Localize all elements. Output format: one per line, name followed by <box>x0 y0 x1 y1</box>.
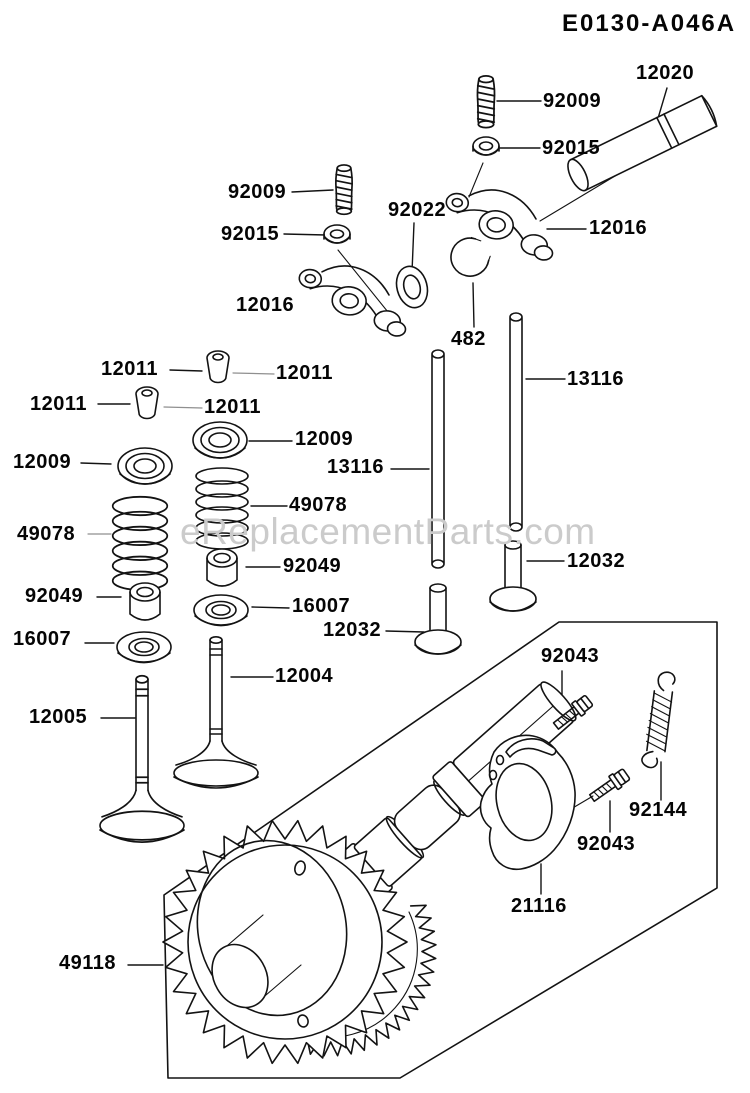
part-label-12011-bottom-right: 12011 <box>204 396 262 418</box>
camshaft-worm-gear-teeth <box>295 904 437 1057</box>
part-label-16007-right: 16007 <box>292 595 351 617</box>
tappet-middle <box>414 583 462 655</box>
part-label-49078-right: 49078 <box>289 494 348 516</box>
part-label-12004: 12004 <box>275 665 334 687</box>
valve-collet-bottom <box>135 386 159 420</box>
valve-seal-right <box>206 548 238 587</box>
part-label-16007-left: 16007 <box>13 628 72 650</box>
valve-exhaust <box>99 674 185 843</box>
part-label-12020: 12020 <box>636 62 695 84</box>
governor-holder <box>479 734 576 871</box>
part-label-12032-right: 12032 <box>567 550 626 572</box>
part-label-12009-left: 12009 <box>13 451 72 473</box>
camshaft-front-hub <box>211 914 302 1009</box>
part-label-12016-left: 12016 <box>236 294 295 316</box>
rocker-shaft <box>567 94 718 192</box>
camshaft-gear-hole-top <box>294 860 306 876</box>
governor-spring <box>641 671 676 769</box>
part-label-12011-bottom-left: 12011 <box>30 393 88 415</box>
part-label-49078-left: 49078 <box>17 523 76 545</box>
part-label-92049-right: 92049 <box>283 555 342 577</box>
part-label-92043-bottom: 92043 <box>577 833 636 855</box>
rocker-arm-left <box>293 260 413 338</box>
part-label-12016-right: 12016 <box>589 217 648 239</box>
diagram-code: E0130-A046A <box>562 10 737 37</box>
part-label-92015-left: 92015 <box>221 223 280 245</box>
governor-bolt-bottom <box>586 766 632 806</box>
camshaft-gear-web <box>196 839 348 1017</box>
valve-spring-left <box>111 495 169 591</box>
spring-seat-right <box>193 594 249 627</box>
valve-collet-top <box>206 350 230 384</box>
valve-intake <box>173 635 259 789</box>
valve-seal-left <box>129 582 161 621</box>
part-label-12005: 12005 <box>29 706 88 728</box>
watermark: eReplacementParts.com <box>180 511 596 552</box>
part-label-92009-top: 92009 <box>543 90 602 112</box>
part-label-92144: 92144 <box>629 799 688 821</box>
lock-nut-left <box>323 224 351 244</box>
adjusting-screw-left <box>334 164 354 216</box>
camshaft-gear-rim <box>187 844 383 1040</box>
part-label-482: 482 <box>451 328 486 350</box>
part-label-13116-left: 13116 <box>327 456 385 478</box>
part-label-12011-top-right: 12011 <box>276 362 334 384</box>
part-label-12009-right: 12009 <box>295 428 354 450</box>
part-label-12011-top-left: 12011 <box>101 358 159 380</box>
spring-seat-left <box>116 631 172 664</box>
part-label-92022: 92022 <box>388 199 447 221</box>
push-rod-right <box>509 312 523 532</box>
washer <box>395 265 429 309</box>
rocker-arm-right <box>440 184 560 262</box>
lock-nut-top <box>472 136 500 156</box>
camshaft-gear-hole-bottom <box>297 1014 309 1028</box>
part-label-21116: 21116 <box>511 895 567 917</box>
leader-lines <box>80 87 668 966</box>
camshaft-gear-teeth <box>162 819 408 1065</box>
adjusting-screw-top <box>476 75 496 129</box>
spring-retainer-left <box>117 447 173 485</box>
part-label-92009-left: 92009 <box>228 181 287 203</box>
crankcase-outline <box>163 621 718 1079</box>
part-label-92049-left: 92049 <box>25 585 84 607</box>
part-label-13116-right: 13116 <box>567 368 625 390</box>
spring-retainer-right <box>192 421 248 459</box>
part-label-12032-middle: 12032 <box>323 619 382 641</box>
part-label-92043-top: 92043 <box>541 645 600 667</box>
snap-ring <box>450 236 491 277</box>
part-label-92015-top: 92015 <box>542 137 601 159</box>
part-label-49118: 49118 <box>59 952 117 974</box>
